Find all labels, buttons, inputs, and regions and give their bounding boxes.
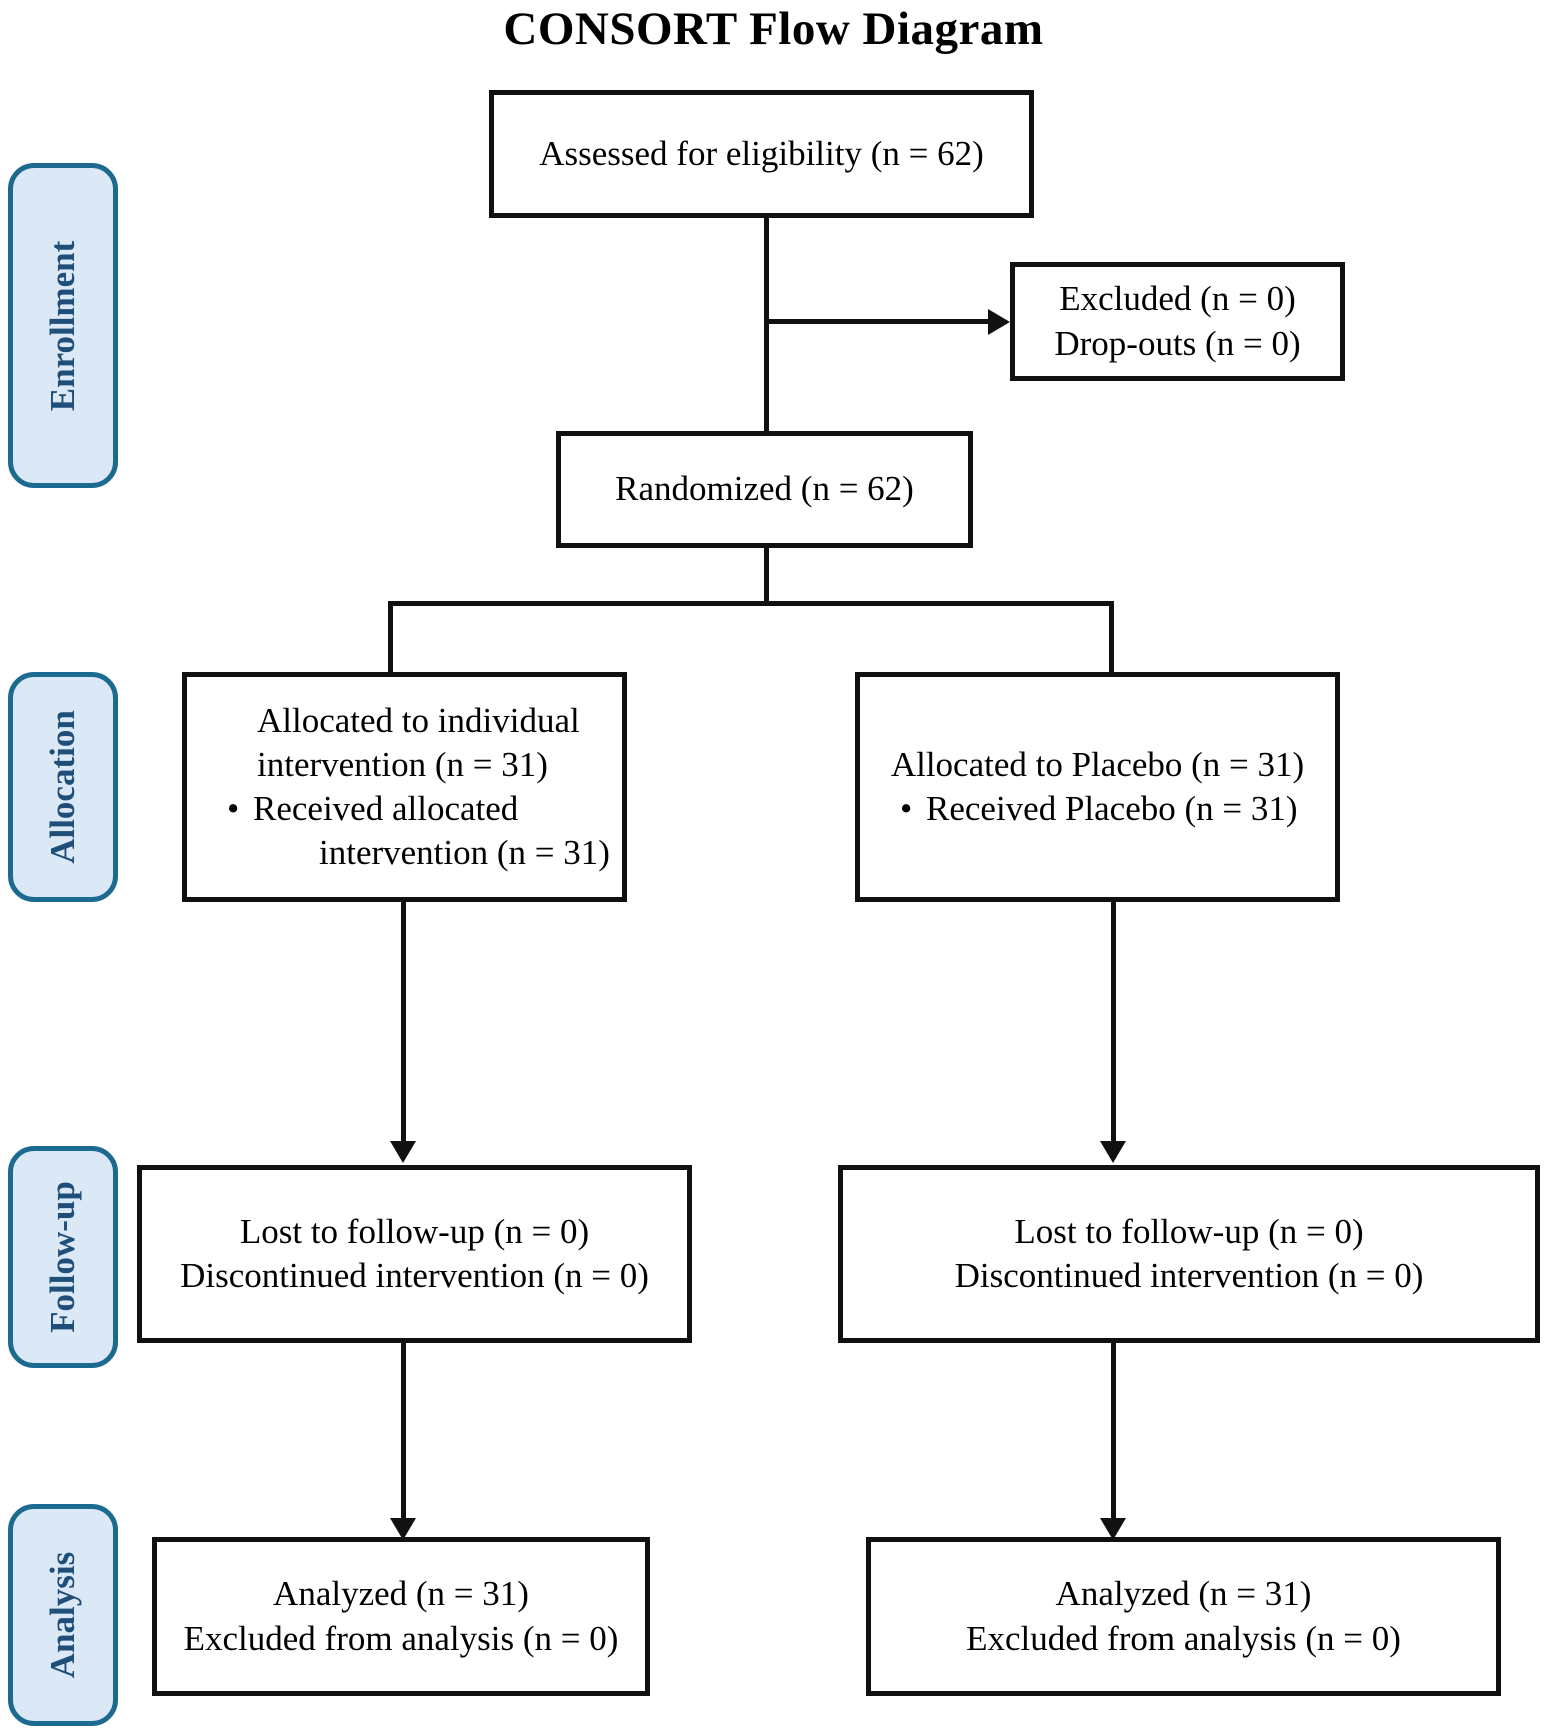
connector-split-left-down	[388, 601, 393, 706]
arrowhead-followup-right	[1100, 1141, 1126, 1163]
connector-assessed-to-randomized	[764, 216, 769, 467]
analysis-left-line-1: Analyzed (n = 31)	[273, 1574, 529, 1614]
box-allocated-intervention: Allocated to individual intervention (n …	[182, 672, 627, 902]
bullet-marker-icon: •	[900, 789, 913, 828]
alloc-right-bullet-row: • Received Placebo (n = 31)	[874, 787, 1321, 831]
alloc-left-bullet-line-2: intervention (n = 31)	[319, 833, 610, 873]
alloc-right-line-1: Allocated to Placebo (n = 31)	[890, 744, 1305, 784]
analysis-right-line-2: Excluded from analysis (n = 0)	[966, 1618, 1401, 1658]
connector-randomized-down	[764, 547, 769, 604]
stage-label-followup: Follow-up	[43, 1181, 82, 1333]
page-title: CONSORT Flow Diagram	[503, 3, 1044, 55]
stage-pill-allocation: Allocation	[8, 672, 118, 902]
analysis-left-line-2: Excluded from analysis (n = 0)	[183, 1618, 619, 1658]
excluded-line-1: Excluded (n = 0)	[1059, 279, 1296, 319]
box-followup-intervention: Lost to follow-up (n = 0) Discontinued i…	[137, 1165, 692, 1343]
alloc-left-bullet-row: • Received allocated	[201, 787, 608, 831]
bullet-marker-icon: •	[227, 789, 240, 828]
box-allocated-placebo: Allocated to Placebo (n = 31) • Received…	[855, 672, 1340, 902]
arrowhead-to-excluded	[988, 309, 1010, 335]
stage-label-allocation: Allocation	[43, 710, 82, 864]
followup-left-line-1: Lost to follow-up (n = 0)	[239, 1211, 590, 1251]
alloc-left-bullet-line-1: Received allocated	[253, 789, 519, 828]
randomized-line-1: Randomized (n = 62)	[615, 469, 914, 509]
box-randomized: Randomized (n = 62)	[556, 431, 973, 548]
arrowhead-analysis-left	[390, 1518, 416, 1540]
arrowhead-followup-left	[390, 1141, 416, 1163]
connector-split-right-down	[1109, 601, 1114, 706]
stage-pill-enrollment: Enrollment	[8, 163, 118, 488]
connector-split-bar	[388, 601, 1114, 606]
alloc-left-line-1: Allocated to individual	[257, 700, 580, 740]
connector-to-excluded	[764, 319, 990, 324]
box-analysis-placebo: Analyzed (n = 31) Excluded from analysis…	[866, 1537, 1501, 1696]
excluded-line-2: Drop-outs (n = 0)	[1054, 323, 1301, 363]
box-analysis-intervention: Analyzed (n = 31) Excluded from analysis…	[152, 1537, 650, 1696]
stage-pill-analysis: Analysis	[8, 1504, 118, 1726]
analysis-right-line-1: Analyzed (n = 31)	[1055, 1574, 1312, 1614]
followup-right-line-2: Discontinued intervention (n = 0)	[954, 1256, 1424, 1295]
connector-followup-to-analysis-right	[1111, 1343, 1116, 1535]
followup-right-line-1: Lost to follow-up (n = 0)	[1014, 1211, 1364, 1251]
box-excluded: Excluded (n = 0) Drop-outs (n = 0)	[1010, 262, 1345, 381]
connector-followup-to-analysis-left	[401, 1343, 406, 1535]
connector-allocation-to-followup-left	[401, 902, 406, 1145]
connector-allocation-to-followup-right	[1111, 902, 1116, 1145]
alloc-left-line-2: intervention (n = 31)	[257, 744, 548, 784]
stage-pill-followup: Follow-up	[8, 1146, 118, 1368]
stage-label-analysis: Analysis	[43, 1551, 82, 1679]
arrowhead-analysis-right	[1100, 1518, 1126, 1540]
box-followup-placebo: Lost to follow-up (n = 0) Discontinued i…	[838, 1165, 1540, 1343]
followup-left-line-2: Discontinued intervention (n = 0)	[180, 1256, 649, 1295]
stage-label-enrollment: Enrollment	[43, 240, 82, 411]
alloc-right-bullet-line-1: Received Placebo (n = 31)	[926, 789, 1298, 828]
box-assessed-for-eligibility: Assessed for eligibility (n = 62)	[489, 90, 1034, 218]
assessed-line-1: Assessed for eligibility (n = 62)	[539, 133, 984, 173]
